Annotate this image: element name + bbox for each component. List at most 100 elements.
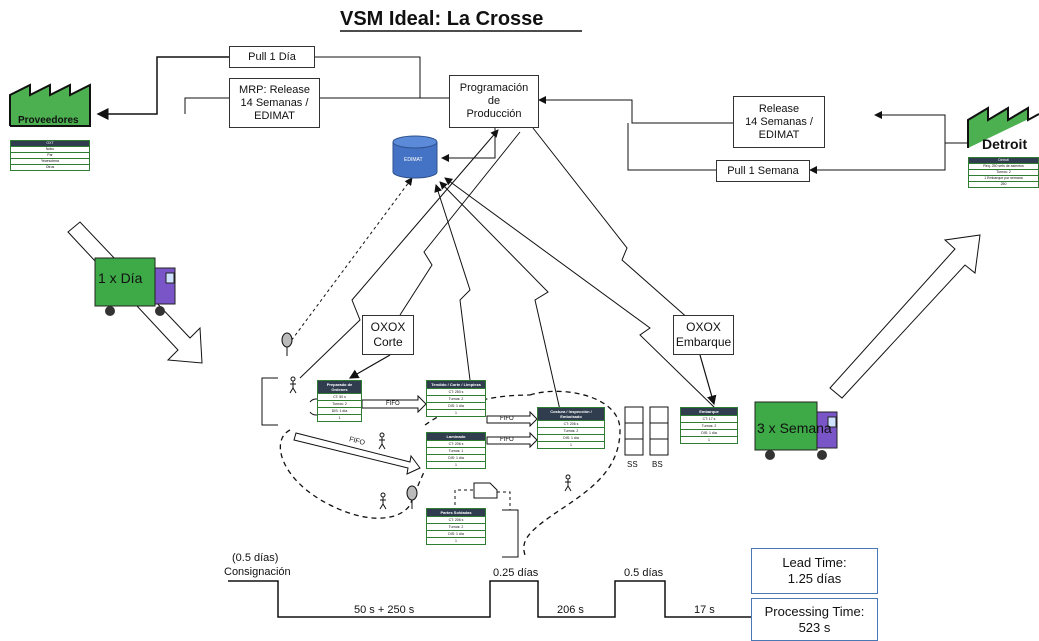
supplier-row: Par xyxy=(11,152,89,158)
cell-outline-1 xyxy=(279,429,426,519)
flow-pullsem-to-prog xyxy=(627,123,716,171)
process-row: Turnos: 2 xyxy=(538,427,604,434)
process-row: Turnos: 2 xyxy=(681,422,737,429)
process-box-tendido: Tendido / Corte / Limpieza CT: 250 s Tur… xyxy=(426,380,486,417)
process-row: DIS: 1 día xyxy=(538,434,604,441)
oxox-emb-arrow xyxy=(699,354,717,406)
process-row: 1 xyxy=(318,414,361,421)
process-name: Embarque xyxy=(681,408,737,415)
process-name: Preparado de Ordenes xyxy=(318,381,361,393)
lead-time-box: Lead Time: 1.25 días xyxy=(751,548,878,594)
process-row: DIS: 1 día xyxy=(318,407,361,414)
outbound-big-arrow xyxy=(829,234,981,399)
supplier-row: Yewrsolena xyxy=(11,158,89,164)
manual-flow-edimat xyxy=(287,177,413,346)
process-row: Turnos: 2 xyxy=(427,523,485,530)
process-row: DIS: 1 día xyxy=(427,530,485,537)
process-name: Partes Soldadas xyxy=(427,509,485,516)
oxox-corte-box: OXOX Corte xyxy=(362,315,414,355)
inventory-rack-2 xyxy=(502,509,519,558)
supplier-label: Proveedores xyxy=(18,115,79,126)
process-row: CT: 50 s xyxy=(318,393,361,400)
fifo-arrow-3 xyxy=(486,431,538,449)
process-name: Laminado xyxy=(427,433,485,440)
flow-release-to-prog xyxy=(538,96,733,124)
elec-flow-oxox-emb xyxy=(532,127,691,321)
flow-detroit-to-pull xyxy=(809,143,946,174)
flow-detroit-to-release xyxy=(874,111,967,144)
fifo-label: FIFO xyxy=(500,416,514,422)
page-title: VSM Ideal: La Crosse xyxy=(340,8,544,30)
supplier-row: Otros xyxy=(11,164,89,170)
timeline-consignacion: Consignación xyxy=(224,566,291,578)
customer-factory-icon xyxy=(967,106,1039,148)
flow-pull-to-suppliers xyxy=(96,56,229,120)
inventory-rack-1 xyxy=(261,377,278,426)
customer-row: 250 xyxy=(969,181,1038,187)
process-row: CT: 17 s xyxy=(681,415,737,422)
customer-row: Detroit xyxy=(969,158,1038,163)
fifo-long-arrow xyxy=(293,432,421,475)
process-row: 1 xyxy=(427,461,485,468)
process-box-embarque: Embarque CT: 17 s Turnos: 2 DIS: 1 día 1 xyxy=(680,407,738,444)
oxox-corte-arrow xyxy=(348,354,391,379)
edimat-db-label: EDIMAT xyxy=(404,157,423,163)
process-row: 1 xyxy=(681,436,737,443)
process-row: CT: 250 s xyxy=(427,388,485,395)
process-name: Costura / Inspección / Embolsado xyxy=(538,408,604,420)
edimat-database-icon xyxy=(392,135,438,179)
process-row: Turnos: 2 xyxy=(427,395,485,402)
process-row: 1 xyxy=(427,409,485,416)
fifo-label: FIFO xyxy=(386,401,400,407)
supplier-factory-icon xyxy=(9,83,91,127)
process-row: DIS: 1 día xyxy=(427,454,485,461)
ss-label: SS xyxy=(627,460,638,469)
process-box-costura: Costura / Inspección / Embolsado CT: 206… xyxy=(537,407,605,449)
release-detroit-box: Release 14 Semanas / EDIMAT xyxy=(733,96,825,148)
supplier-row: OXT xyxy=(11,141,89,146)
process-row: 1 xyxy=(427,537,485,544)
process-box-preparado: Preparado de Ordenes CT: 50 s Turnos: 2 … xyxy=(317,380,362,422)
process-row: 1 xyxy=(538,441,604,448)
process-name: Tendido / Corte / Limpieza xyxy=(427,381,485,388)
processing-time-box: Processing Time: 523 s xyxy=(751,598,878,641)
process-row: CT: 206 s xyxy=(538,420,604,427)
operator-icon xyxy=(289,376,572,510)
outbound-truck-icon xyxy=(754,401,838,460)
customer-row: Req. 250 sets de asientos xyxy=(969,163,1038,169)
timeline-seg2: 206 s xyxy=(557,604,584,616)
flow-prog-to-edimat xyxy=(441,128,496,162)
timeline-t2: 0.25 días xyxy=(493,567,539,579)
timeline-consignacion-days: (0.5 días) xyxy=(232,552,279,564)
timeline-seg1: 50 s + 250 s xyxy=(354,604,415,616)
pull-1-dia-box: Pull 1 Día xyxy=(229,46,315,68)
fifo-arrow-1 xyxy=(361,394,427,414)
fifo-arrow-2 xyxy=(486,410,538,428)
inbound-truck-icon xyxy=(94,257,176,316)
elec-flow-4 xyxy=(439,181,561,411)
elec-flow-oxox-corte xyxy=(399,131,521,316)
process-box-laminado: Laminado CT: 206 s Turnos: 1 DIS: 1 día … xyxy=(426,432,486,469)
outbound-frequency: 3 x Semana xyxy=(757,420,832,436)
kanban-signal xyxy=(473,482,498,499)
customer-label: Detroit xyxy=(982,136,1028,152)
supplier-row: Nobu xyxy=(11,146,89,152)
customer-data-box: Detroit Req. 250 sets de asientos Turnos… xyxy=(968,157,1039,188)
kanban-flow xyxy=(454,489,475,505)
flow-prog-to-pull xyxy=(315,56,449,99)
elec-flow-1 xyxy=(299,129,499,379)
process-box-partes-soldadas: Partes Soldadas CT: 206 s Turnos: 2 DIS:… xyxy=(426,508,486,545)
kanban-flow-2 xyxy=(497,491,511,510)
timeline-line xyxy=(228,580,755,618)
customer-row: 1 Embarque por semana xyxy=(969,175,1038,181)
pull-1-semana-box: Pull 1 Semana xyxy=(716,160,810,182)
fifo-label: FIFO xyxy=(500,437,514,443)
process-row: DIS: 1 día xyxy=(681,429,737,436)
elec-flow-3 xyxy=(434,184,471,381)
process-row: Turnos: 1 xyxy=(427,447,485,454)
inbound-frequency: 1 x Día xyxy=(98,270,143,286)
elec-flow-6 xyxy=(444,177,716,409)
flow-mrp-to-suppliers xyxy=(184,97,229,114)
